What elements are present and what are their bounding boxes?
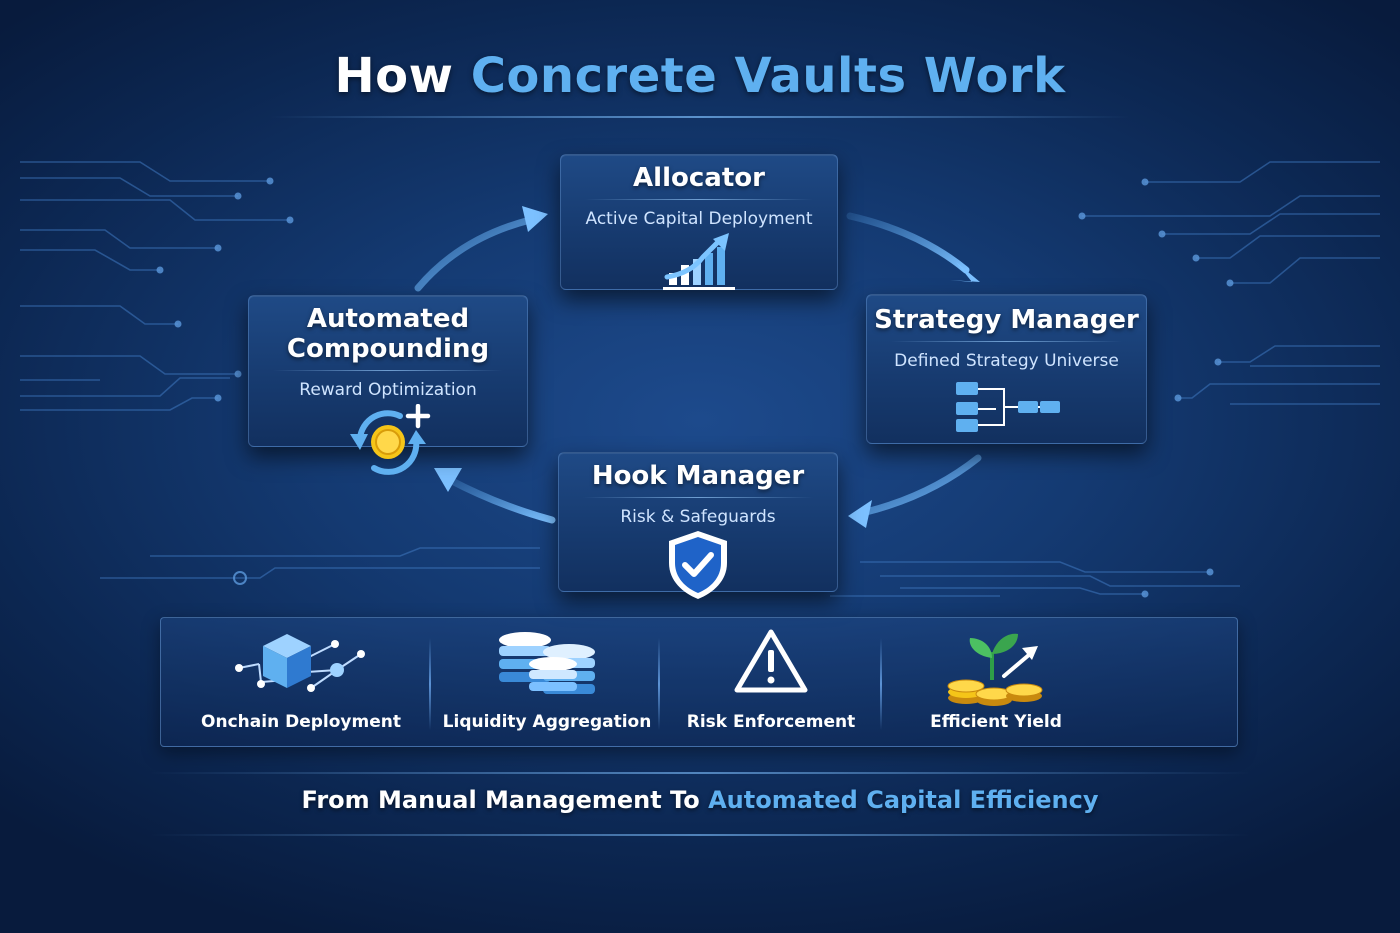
card-divider (585, 199, 813, 200)
feature-divider (880, 638, 882, 730)
arrow-hook-to-compound (434, 468, 556, 524)
title-divider (270, 116, 1130, 118)
card-strategy-manager: Strategy Manager Defined Strategy Univer… (866, 294, 1147, 444)
feature-efficient-yield: Efficient Yield (891, 618, 1101, 748)
growth-chart-icon (663, 233, 735, 290)
title-part2: Concrete Vaults Work (470, 48, 1066, 104)
card-strategy-manager-title: Strategy Manager (874, 305, 1139, 335)
feature-divider (429, 638, 431, 730)
warning-triangle-icon (734, 629, 808, 693)
feature-strip: Onchain Deployment Liquidity Aggreg (160, 617, 1238, 747)
card-automated-compounding-title: Automated Compounding (249, 304, 527, 364)
feature-liquidity-aggregation: Liquidity Aggregation (437, 618, 657, 748)
arrow-strategy-to-hook (848, 454, 982, 528)
title-part1: How (334, 48, 454, 104)
feature-label: Onchain Deployment (201, 712, 401, 732)
page-title: How Concrete Vaults Work (0, 48, 1400, 104)
arrow-allocator-to-strategy (846, 212, 980, 282)
plant-coins-icon (947, 633, 1043, 706)
card-allocator-title: Allocator (633, 163, 765, 193)
feature-label: Risk Enforcement (686, 712, 856, 732)
card-divider (583, 497, 813, 498)
coin-refresh-icon (350, 404, 431, 475)
card-automated-compounding-subtitle: Reward Optimization (299, 380, 477, 400)
card-divider (891, 341, 1122, 342)
tagline: From Manual Management To Automated Capi… (0, 786, 1400, 814)
card-divider (273, 370, 503, 371)
database-stack-icon (499, 632, 595, 694)
card-hook-manager: Hook Manager Risk & Safeguards (558, 452, 838, 599)
card-strategy-manager-subtitle: Defined Strategy Universe (894, 351, 1119, 371)
tagline-divider-top (150, 772, 1250, 774)
feature-label: Liquidity Aggregation (442, 712, 652, 732)
card-automated-compounding: Automated Compounding Reward Optimizatio… (248, 295, 528, 475)
card-hook-manager-subtitle: Risk & Safeguards (620, 507, 776, 527)
shield-check-icon (669, 531, 727, 599)
card-title-line2: Compounding (286, 334, 490, 364)
feature-divider (658, 638, 660, 730)
tagline-part2: Automated Capital Efficiency (708, 786, 1099, 814)
network-cube-icon (235, 634, 365, 692)
tagline-part1: From Manual Management To (301, 786, 700, 814)
tagline-divider-bottom (150, 834, 1250, 836)
flowchart-icon (955, 382, 1060, 432)
feature-risk-enforcement: Risk Enforcement (666, 618, 876, 748)
card-allocator-subtitle: Active Capital Deployment (585, 209, 813, 229)
arrow-compound-to-allocator (414, 206, 548, 292)
card-title-line1: Automated (306, 304, 470, 334)
card-allocator: Allocator Active Capital Deployment (560, 154, 838, 290)
feature-label: Efficient Yield (930, 712, 1062, 732)
feature-onchain-deployment: Onchain Deployment (181, 618, 421, 748)
card-hook-manager-title: Hook Manager (591, 461, 805, 491)
